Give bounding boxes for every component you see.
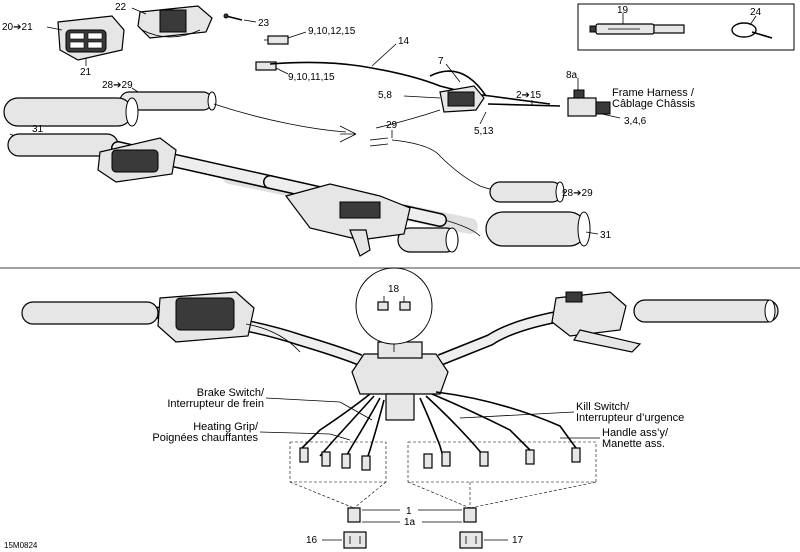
part-31-grip-mid <box>485 211 591 247</box>
part-29-cable <box>391 139 511 191</box>
figure-code: 15M0824 <box>4 541 38 550</box>
label-heating-grip-1: Heating Grip/ <box>193 421 259 433</box>
part-29-wire-end-a <box>339 125 357 143</box>
callout-20-21: 20➔21 <box>2 22 33 33</box>
part-23-screw <box>223 13 243 21</box>
part-9-connector <box>264 35 289 45</box>
part-7-cable <box>429 70 487 97</box>
part-center-block <box>351 341 449 421</box>
callout-1: 1 <box>406 506 412 517</box>
label-kill-switch-2: Interrupteur d’urgence <box>576 412 684 424</box>
callout-31-top: 31 <box>32 124 44 135</box>
callout-22: 22 <box>115 2 127 13</box>
label-brake-switch-2: Interrupteur de frein <box>167 398 264 410</box>
part-2-cable <box>487 103 561 107</box>
label-kill-switch-1: Kill Switch/ <box>576 401 630 413</box>
part-3-frame-connector <box>567 89 611 117</box>
label-heating-grip-2: Poignées chauffantes <box>152 432 258 444</box>
label-handle-assy-1: Handle ass’y/ <box>602 427 669 439</box>
part-right-throttle-bottom <box>551 291 642 353</box>
dashed-connector-group-left <box>289 441 387 509</box>
callout-3-4-6: 3,4,6 <box>624 116 647 127</box>
callout-16: 16 <box>306 535 318 546</box>
part-22-lever-housing <box>137 5 213 39</box>
callout-29: 29 <box>386 120 398 131</box>
part-left-switch-bottom <box>157 291 301 353</box>
part-10-connector <box>255 61 277 71</box>
callout-19: 19 <box>617 5 629 16</box>
callout-17: 17 <box>512 535 524 546</box>
part-31-grip-top <box>3 97 139 127</box>
part-28-grip-mid <box>489 181 565 203</box>
label-brake-switch-1: Brake Switch/ <box>197 387 265 399</box>
wire-bundle-right <box>419 391 577 461</box>
callout-23: 23 <box>258 18 270 29</box>
part-18-fuse-b <box>399 301 411 311</box>
callout-28-29-top: 28➔29 <box>102 80 133 91</box>
part-20-switch-housing <box>57 15 125 61</box>
part-1-connector-right <box>463 507 477 523</box>
dashed-connector-group-right <box>407 441 597 509</box>
callout-2-15: 2➔15 <box>516 90 542 101</box>
callout-24: 24 <box>750 7 762 18</box>
part-19-tube <box>589 23 685 35</box>
callout-circle-18 <box>355 267 433 345</box>
part-18-fuse-a <box>377 301 389 311</box>
callout-18: 18 <box>388 284 400 295</box>
part-5-switch-block <box>439 85 485 113</box>
part-29-wire-end-b <box>369 137 389 147</box>
callout-5-13: 5,13 <box>474 126 494 137</box>
callout-5-8: 5,8 <box>378 90 392 101</box>
part-left-switch-top <box>97 137 177 183</box>
callout-1a: 1a <box>404 517 416 528</box>
part-handlebar-top <box>7 133 481 253</box>
part-17-terminal-block <box>459 531 483 549</box>
callout-9-10-12-15: 9,10,12,15 <box>308 26 356 37</box>
part-14-harness <box>269 61 551 105</box>
callout-14: 14 <box>398 36 410 47</box>
callout-31-mid: 31 <box>600 230 612 241</box>
label-frame-harness-2: Câblage Châssis <box>612 98 696 110</box>
part-29-wire <box>213 103 347 133</box>
part-16-terminal-block <box>343 531 367 549</box>
callout-8a: 8a <box>566 70 578 81</box>
label-frame-harness-1: Frame Harness / <box>612 87 695 99</box>
label-handle-assy-2: Manette ass. <box>602 438 665 450</box>
wire-bundle-left <box>299 393 385 463</box>
part-1-connector-left <box>347 507 361 523</box>
callout-9-10-11-15: 9,10,11,15 <box>288 72 335 83</box>
callout-7: 7 <box>438 56 444 67</box>
callout-28-29-mid: 28➔29 <box>562 188 593 199</box>
callout-21: 21 <box>80 67 92 78</box>
part-throttle-assembly-top <box>284 183 411 257</box>
part-24-clip <box>731 22 773 39</box>
